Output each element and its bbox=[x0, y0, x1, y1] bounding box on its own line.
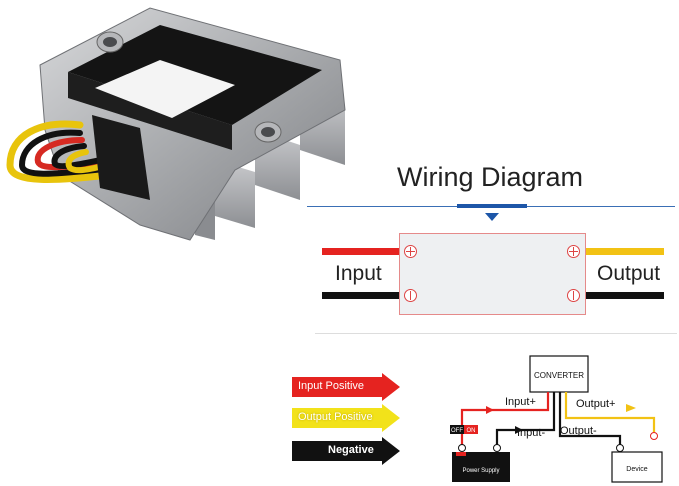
legend-input-positive: Input Positive bbox=[292, 373, 404, 401]
plus-terminal-icon bbox=[567, 245, 580, 258]
blank-label bbox=[95, 60, 235, 118]
input-minus-label: Input- bbox=[517, 427, 545, 439]
output-label: Output bbox=[597, 262, 661, 285]
input-negative-wire bbox=[322, 292, 400, 299]
pointer-triangle-icon bbox=[485, 213, 499, 221]
arrow-right-icon bbox=[292, 404, 400, 432]
converter-label: CONVERTER bbox=[534, 371, 584, 380]
legend-output-positive-label: Output Positive bbox=[298, 411, 373, 423]
section-divider bbox=[315, 333, 677, 334]
minus-terminal-icon bbox=[567, 289, 580, 302]
output-positive-path bbox=[564, 392, 656, 432]
input-positive-wire bbox=[322, 248, 400, 255]
power-supply-label: Power Supply bbox=[462, 468, 499, 474]
input-negative-path bbox=[495, 392, 556, 446]
output-plus-label: Output+ bbox=[576, 398, 615, 410]
arrow-right-icon bbox=[292, 373, 400, 401]
connection-schematic: CONVERTER OFF ON Power Supply Device Inp… bbox=[450, 355, 663, 483]
legend-negative: Negative bbox=[292, 437, 404, 465]
legend-negative-label: Negative bbox=[328, 444, 374, 456]
device-box bbox=[611, 451, 663, 483]
output-negative-wire bbox=[586, 292, 664, 299]
switch-off-label: OFF bbox=[451, 428, 463, 434]
plus-terminal-icon bbox=[458, 444, 466, 452]
power-supply-box bbox=[452, 452, 510, 482]
input-label: Input bbox=[335, 262, 382, 285]
switch-on-label: ON bbox=[467, 428, 476, 434]
output-positive-wire bbox=[586, 248, 664, 255]
arrow-right-icon bbox=[292, 437, 400, 465]
output-negative-path bbox=[558, 392, 622, 448]
legend-output-positive: Output Positive bbox=[292, 404, 404, 432]
device-label: Device bbox=[626, 466, 648, 473]
module-box bbox=[399, 233, 586, 315]
legend-input-positive-label: Input Positive bbox=[298, 380, 365, 392]
converter-box bbox=[529, 355, 589, 393]
plus-terminal-icon bbox=[650, 432, 658, 440]
wiring-diagram-title: Wiring Diagram bbox=[396, 162, 584, 192]
output-minus-label: Output- bbox=[560, 425, 597, 437]
minus-terminal-icon bbox=[493, 444, 501, 452]
plus-terminal-icon bbox=[404, 245, 417, 258]
converter-module-illustration bbox=[6, 7, 346, 241]
minus-terminal-icon bbox=[616, 444, 624, 452]
minus-terminal-icon bbox=[404, 289, 417, 302]
title-divider-accent bbox=[457, 204, 527, 208]
input-plus-label: Input+ bbox=[505, 396, 536, 408]
